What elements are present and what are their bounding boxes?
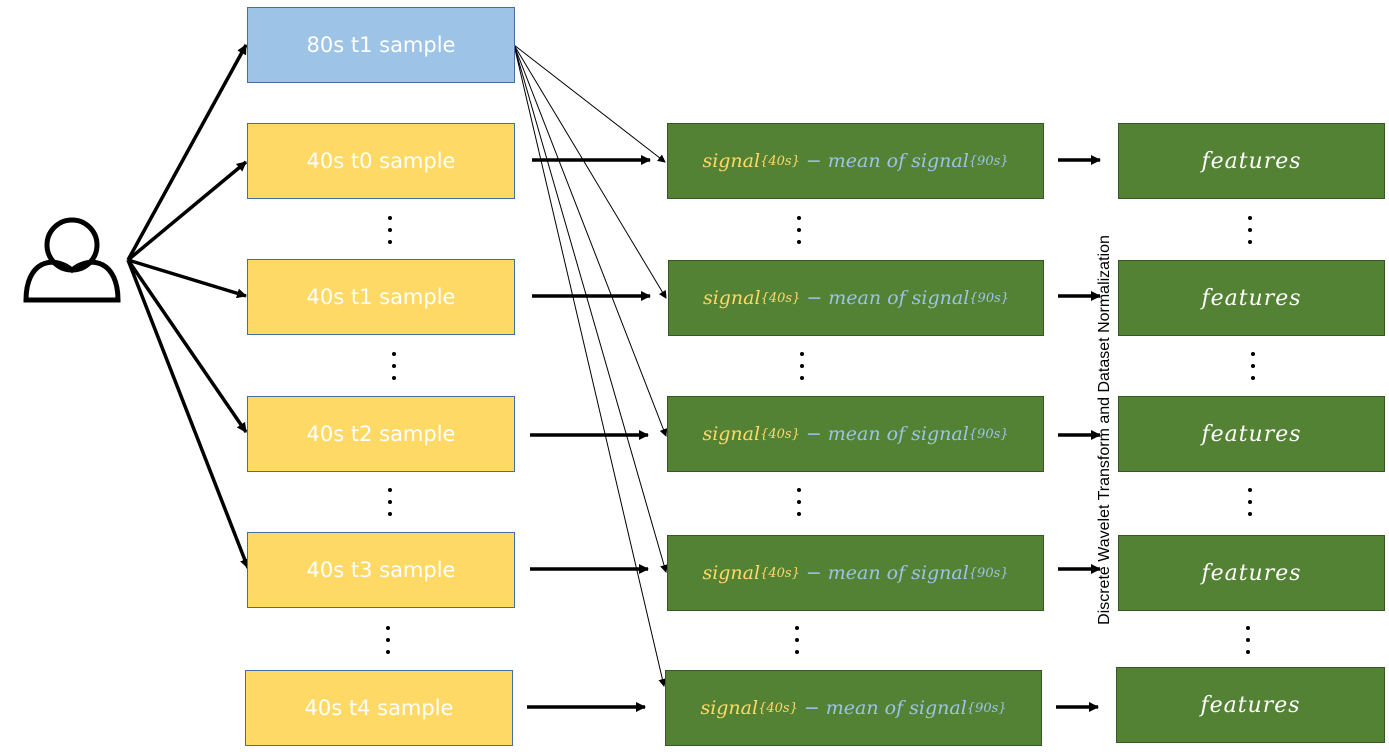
features-label: features	[1200, 692, 1301, 718]
features-box-3: features	[1118, 396, 1385, 472]
formula-mean: mean of signal	[827, 150, 969, 172]
sample-label: 40s t4 sample	[304, 696, 454, 720]
formula-mean: mean of signal	[825, 697, 967, 719]
ellipsis-icon	[383, 626, 393, 654]
features-box-2: features	[1118, 260, 1385, 336]
formula-minus: −	[805, 423, 822, 445]
formula-sub-40: {40s}	[760, 290, 801, 306]
ellipsis-icon	[385, 488, 395, 516]
user-to-samples-arrows	[126, 44, 250, 569]
mean-signal-lines	[513, 44, 668, 687]
formula-box-4: signal{40s}−mean of signal{90s}	[667, 535, 1044, 611]
features-label: features	[1201, 421, 1302, 447]
ellipsis-icon	[794, 488, 804, 516]
sample-box-40s-t2: 40s t2 sample	[247, 396, 515, 472]
sample-box-80s-t1: 80s t1 sample	[247, 7, 515, 83]
formula-sub-90: {90s}	[968, 153, 1009, 169]
formula-mean: mean of signal	[827, 423, 969, 445]
formula-signal: signal	[702, 423, 761, 445]
formula-sub-90: {90s}	[966, 700, 1007, 716]
user-icon	[23, 217, 121, 303]
formula-to-features-arrows	[1056, 155, 1101, 712]
formula-signal: signal	[702, 287, 761, 309]
formula-signal: signal	[702, 562, 761, 584]
formula-minus: −	[805, 150, 822, 172]
formula-box-2: signal{40s}−mean of signal{90s}	[668, 260, 1044, 336]
ellipsis-icon	[389, 352, 399, 380]
sample-label: 40s t3 sample	[306, 558, 456, 582]
ellipsis-icon	[1245, 216, 1255, 244]
sample-label: 80s t1 sample	[306, 33, 456, 57]
formula-minus: −	[805, 562, 822, 584]
features-label: features	[1201, 560, 1302, 586]
ellipsis-icon	[794, 216, 804, 244]
features-box-1: features	[1118, 123, 1385, 199]
formula-sub-90: {90s}	[968, 426, 1009, 442]
formula-sub-40: {40s}	[758, 700, 798, 716]
ellipsis-icon	[1248, 352, 1258, 380]
formula-box-5: signal{40s}−mean of signal{90s}	[665, 670, 1042, 746]
features-box-5: features	[1116, 667, 1385, 743]
sample-box-40s-t0: 40s t0 sample	[247, 123, 515, 199]
formula-sub-90: {90s}	[968, 565, 1009, 581]
features-label: features	[1201, 148, 1302, 174]
formula-sub-90: {90s}	[969, 290, 1010, 306]
formula-minus: −	[806, 287, 823, 309]
sample-label: 40s t1 sample	[306, 285, 456, 309]
formula-box-1: signal{40s}−mean of signal{90s}	[667, 123, 1044, 199]
sample-box-40s-t3: 40s t3 sample	[247, 532, 515, 608]
ellipsis-icon	[1245, 488, 1255, 516]
sample-label: 40s t2 sample	[306, 422, 456, 446]
ellipsis-icon	[797, 352, 807, 380]
sample-box-40s-t1: 40s t1 sample	[247, 259, 515, 335]
formula-mean: mean of signal	[827, 562, 969, 584]
sample-label: 40s t0 sample	[306, 149, 456, 173]
features-label: features	[1201, 285, 1302, 311]
formula-sub-40: {40s}	[760, 426, 800, 442]
transform-label: Discrete Wavelet Transform and Dataset N…	[1096, 235, 1113, 625]
ellipsis-icon	[792, 626, 802, 654]
sample-to-formula-arrows	[527, 155, 651, 712]
formula-minus: −	[803, 697, 820, 719]
formula-signal: signal	[702, 150, 761, 172]
formula-sub-40: {40s}	[760, 565, 800, 581]
ellipsis-icon	[385, 216, 395, 244]
formula-mean: mean of signal	[828, 287, 970, 309]
formula-signal: signal	[700, 697, 759, 719]
formula-box-3: signal{40s}−mean of signal{90s}	[667, 396, 1044, 472]
features-box-4: features	[1118, 535, 1385, 611]
formula-sub-40: {40s}	[760, 153, 800, 169]
ellipsis-icon	[1243, 626, 1253, 654]
sample-box-40s-t4: 40s t4 sample	[245, 670, 513, 746]
